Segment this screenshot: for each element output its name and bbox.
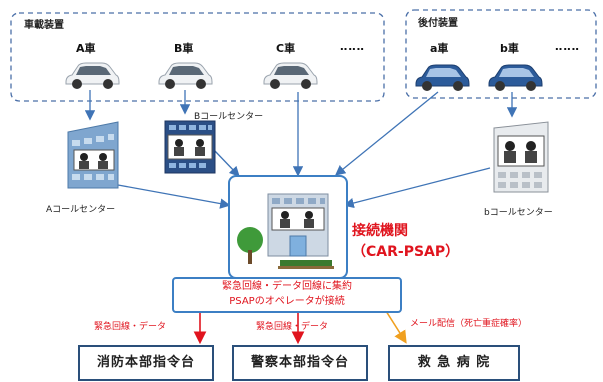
hub-title: 接続機関 xyxy=(352,223,408,239)
emergency-consolidation-box: 緊急回線・データ回線に集約 PSAPのオペレータが接続 xyxy=(172,277,402,313)
arrow-a-lower-car-to-hub xyxy=(334,91,439,176)
car-b-lower-label: b車 xyxy=(500,42,519,55)
car-b-icon xyxy=(158,62,213,89)
onboard-group-frame xyxy=(10,12,385,102)
hub-building-icon xyxy=(237,193,334,269)
car-a-lower-icon xyxy=(415,64,470,91)
hospital-flow-label: メール配信（死亡重症確率） xyxy=(410,319,528,329)
a-call-center-building-icon xyxy=(67,121,119,189)
fire-dispatch-label: 消防本部指令台 xyxy=(96,355,195,370)
fire-flow-label: 緊急回線・データ xyxy=(94,322,167,332)
ellipsis-retrofit: ‥‥‥ xyxy=(555,40,581,53)
car-c-label: C車 xyxy=(276,42,296,55)
police-dispatch-label: 警察本部指令台 xyxy=(250,355,349,370)
emergency-hospital-label: 救 急 病 院 xyxy=(417,355,491,370)
arrow-b-center-to-hub xyxy=(213,149,240,177)
car-b-lower-icon xyxy=(488,64,543,91)
arrow-a-center-to-hub xyxy=(117,184,231,209)
b-lower-call-center-label: bコールセンター xyxy=(484,208,553,218)
ellipsis-onboard: ‥‥‥ xyxy=(340,40,366,53)
onboard-group-label: 車載装置 xyxy=(24,20,64,31)
b-call-center-building-icon xyxy=(164,120,216,174)
car-a-icon xyxy=(65,62,120,89)
emergency-line-1: 緊急回線・データ回線に集約 xyxy=(222,281,352,292)
police-dispatch-box: 警察本部指令台 xyxy=(232,345,368,381)
car-b-label: B車 xyxy=(174,42,194,55)
b-call-center-label: Bコールセンター xyxy=(194,112,264,122)
fire-dispatch-box: 消防本部指令台 xyxy=(78,345,214,381)
retrofit-group-label: 後付装置 xyxy=(418,18,458,29)
car-a-label: A車 xyxy=(76,42,96,55)
arrow-to-hospital xyxy=(385,310,407,344)
hub-subtitle: （CAR-PSAP） xyxy=(352,244,460,260)
emergency-line-2: PSAPのオペレータが接続 xyxy=(229,296,345,307)
police-flow-label: 緊急回線・データ xyxy=(256,322,329,332)
a-call-center-label: Aコールセンター xyxy=(46,205,116,215)
b-lower-call-center-building-icon xyxy=(493,121,549,193)
emergency-hospital-box: 救 急 病 院 xyxy=(388,345,520,381)
car-c-icon xyxy=(263,62,318,89)
car-a-lower-label: a車 xyxy=(430,42,449,55)
arrow-b-lower-center-to-hub xyxy=(343,167,491,209)
